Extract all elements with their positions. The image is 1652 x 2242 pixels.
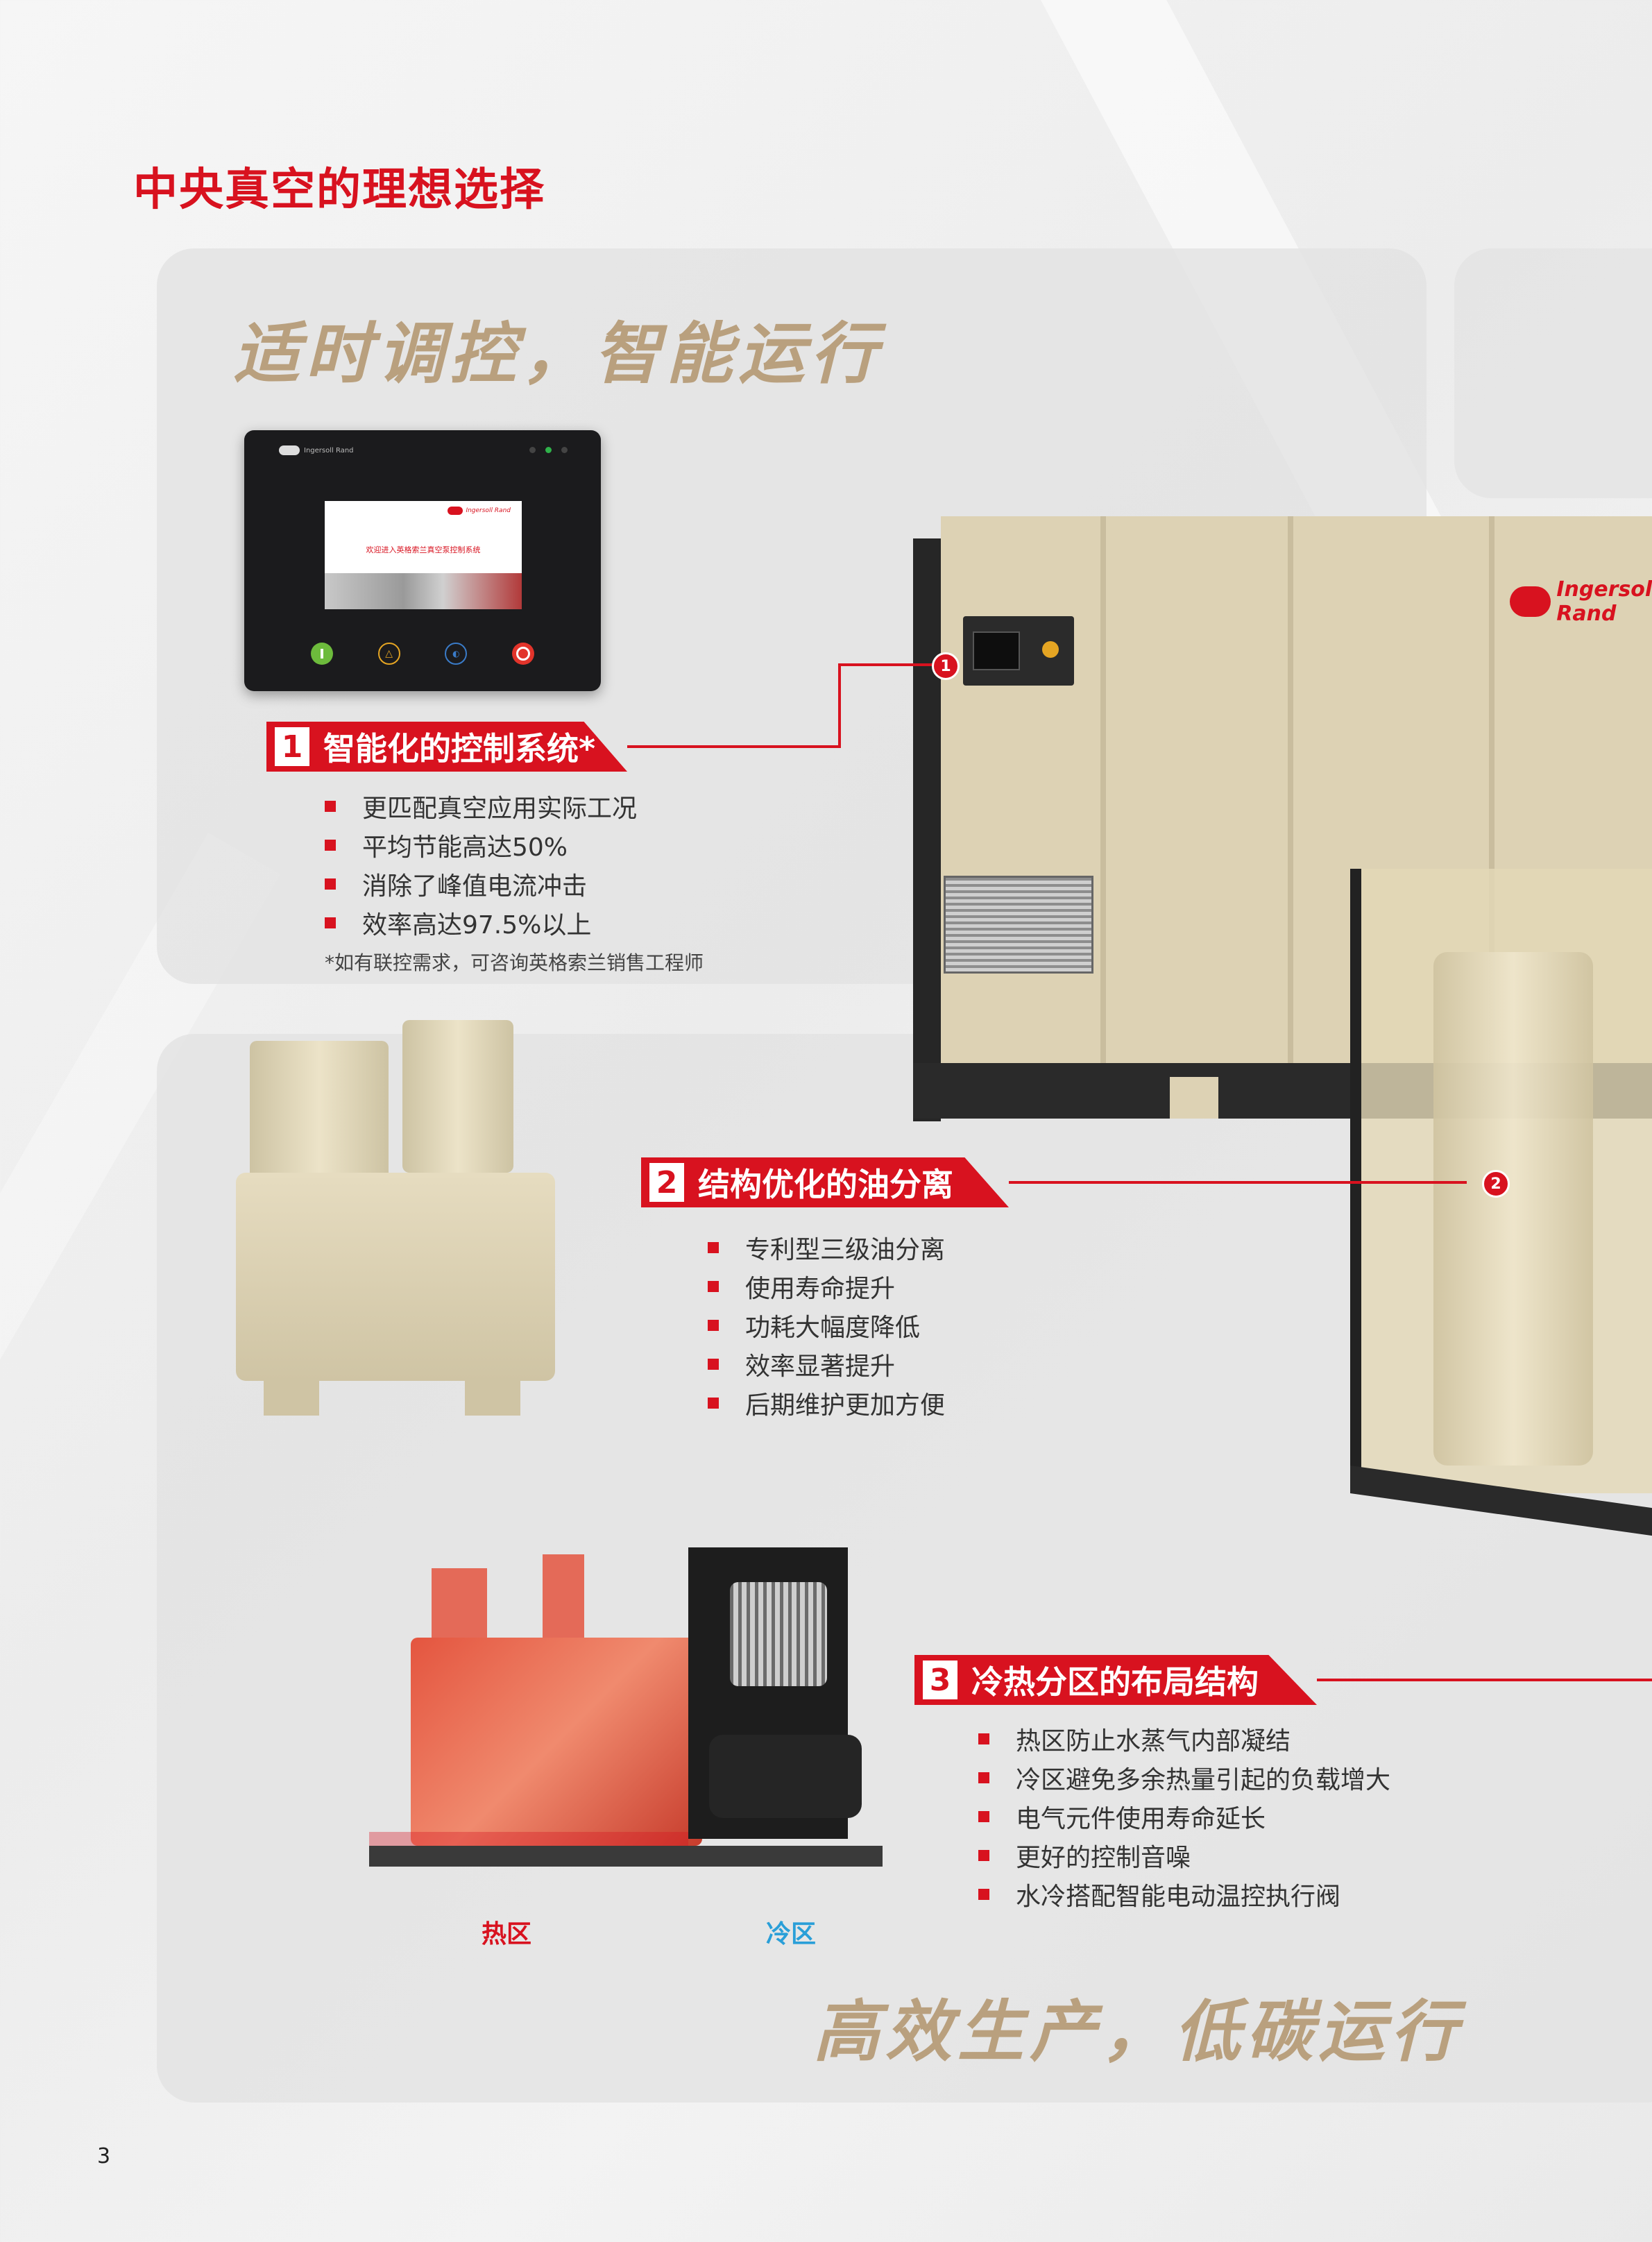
section-number: 2 — [649, 1163, 684, 1202]
ir-logo-icon — [1510, 586, 1551, 617]
section-1-bullets: 更匹配真空应用实际工况 平均节能高达50% 消除了峰值电流冲击 效率高达97.5… — [325, 787, 637, 942]
controller-display[interactable]: Ingersoll Rand 欢迎进入英格索兰真空泵控制系统 — [325, 501, 522, 609]
status-leds — [529, 447, 568, 453]
section-title: 冷热分区的布局结构 — [971, 1663, 1259, 1701]
list-item: 后期维护更加方便 — [708, 1384, 945, 1423]
leader-line-1 — [627, 745, 841, 748]
mute-icon[interactable]: ◐ — [445, 643, 468, 665]
list-item: 效率显著提升 — [708, 1345, 945, 1384]
section-3-header: 3 冷热分区的布局结构 — [914, 1655, 1317, 1705]
leader-line-2 — [1009, 1181, 1467, 1184]
display-logo: Ingersoll Rand — [448, 507, 511, 515]
ir-logo-icon — [448, 507, 463, 515]
list-item: 使用寿命提升 — [708, 1267, 945, 1306]
page-number: 3 — [97, 2144, 111, 2168]
page-heading: 中央真空的理想选择 — [133, 164, 545, 216]
tagline-bottom: 高效生产，低碳运行 — [813, 1993, 1463, 2071]
section-1-header: 1 智能化的控制系统* — [266, 722, 627, 772]
controller-brand: Ingersoll Rand — [279, 445, 354, 455]
right-panel-edge — [1454, 248, 1652, 498]
cabinet-control-box — [963, 616, 1074, 686]
cabinet-logo: Ingersoll Rand — [1510, 577, 1652, 626]
leader-line-1-vertical — [838, 663, 841, 748]
controller-buttons: △ ◐ — [311, 643, 534, 665]
vent-grille — [944, 876, 1093, 974]
cold-zone-label: 冷区 — [766, 1920, 817, 1948]
section-3-bullets: 热区防止水蒸气内部凝结 冷区避免多余热量引起的负载增大 电气元件使用寿命延长 更… — [978, 1719, 1390, 1914]
list-item: 功耗大幅度降低 — [708, 1306, 945, 1345]
list-item: 平均节能高达50% — [325, 826, 637, 865]
controller-panel: Ingersoll Rand Ingersoll Rand 欢迎进入英格索兰真空… — [244, 430, 601, 691]
section-number: 3 — [923, 1661, 957, 1699]
warning-icon[interactable]: △ — [377, 643, 400, 665]
leader-line-1-top — [838, 663, 949, 666]
list-item: 更好的控制音噪 — [978, 1836, 1390, 1875]
list-item: 电气元件使用寿命延长 — [978, 1797, 1390, 1836]
leader-line-3 — [1317, 1679, 1652, 1681]
hot-cold-zone-image — [369, 1527, 889, 1901]
display-image — [325, 573, 522, 609]
marker-2: 2 — [1482, 1170, 1510, 1198]
list-item: 专利型三级油分离 — [708, 1228, 945, 1267]
marker-1: 1 — [932, 652, 960, 680]
section-number: 1 — [275, 727, 309, 766]
list-item: 消除了峰值电流冲击 — [325, 865, 637, 903]
list-item: 更匹配真空应用实际工况 — [325, 787, 637, 826]
stop-icon[interactable] — [511, 643, 534, 665]
oil-separator-image — [222, 992, 583, 1436]
ir-logo-icon — [279, 445, 300, 455]
list-item: 水冷搭配智能电动温控执行阀 — [978, 1875, 1390, 1914]
power-icon[interactable] — [311, 643, 333, 665]
section-2-bullets: 专利型三级油分离 使用寿命提升 功耗大幅度降低 效率显著提升 后期维护更加方便 — [708, 1228, 945, 1423]
section-2-header: 2 结构优化的油分离 — [641, 1157, 1009, 1207]
display-welcome: 欢迎进入英格索兰真空泵控制系统 — [366, 545, 481, 554]
list-item: 热区防止水蒸气内部凝结 — [978, 1719, 1390, 1758]
tagline-top: 适时调控，智能运行 — [233, 315, 883, 393]
list-item: 效率高达97.5%以上 — [325, 903, 637, 942]
open-cabinet — [1350, 869, 1652, 1646]
section-title: 结构优化的油分离 — [698, 1166, 953, 1203]
section-1-footnote: *如有联控需求，可咨询英格索兰销售工程师 — [325, 951, 704, 974]
list-item: 冷区避免多余热量引起的负载增大 — [978, 1758, 1390, 1797]
hot-zone-label: 热区 — [482, 1920, 532, 1948]
section-title: 智能化的控制系统* — [323, 730, 596, 767]
